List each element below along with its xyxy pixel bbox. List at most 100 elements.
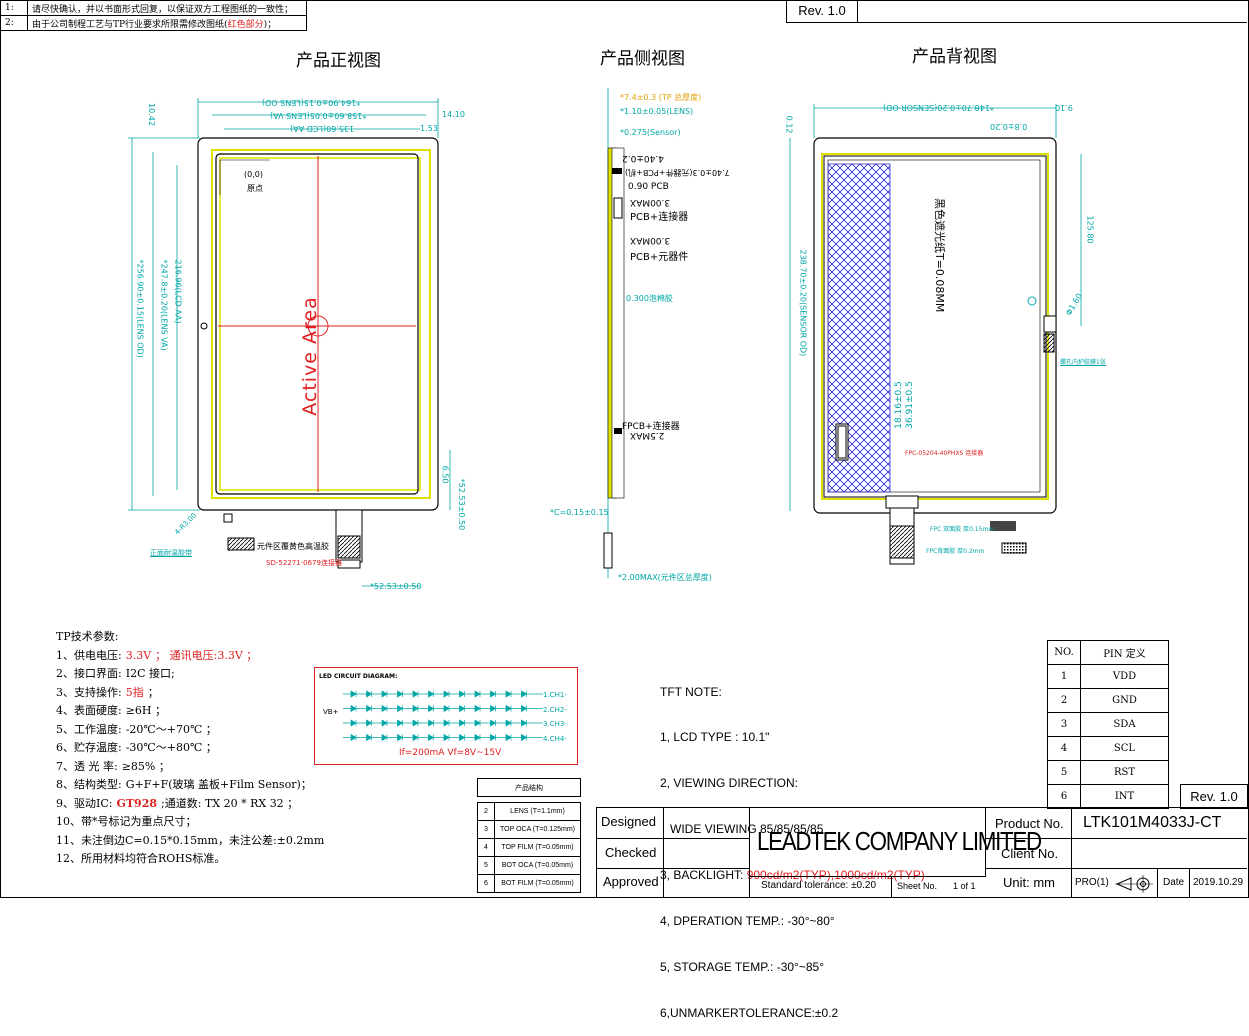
dim-height-lens: *256.90±0.15(LENS OD) [135,259,145,358]
front-view-drawing [128,98,451,587]
tp-param-item: 11、未注倒边C=0.15*0.15mm，未注公差:±0.2mm [56,832,332,851]
tp-param-extra: ； 通讯电压:3.3V ； [155,648,258,662]
note-text: 请尽快确认，并以书面形式回复，以保证双方工程图纸的一致性； [27,0,307,16]
tp-param-value: 3.3V [125,648,152,662]
dim-fpc-height: *52.53±0.50 [457,478,467,531]
tp-param-item: 4、表面硬度:≥6H ； [56,702,332,721]
structure-row-layer: TOP FILM (T=0.05mm) [494,838,581,857]
tp-param-value: I2C 接口; [125,667,175,680]
tp-param-item: 5、工作温度:-20℃～+70℃ ； [56,721,332,740]
note-text-tail: )； [263,19,277,30]
led-diode-icon [474,690,481,698]
dim-small-2: 10.42 [146,103,156,126]
tft-backlight-value: 900cd/m2(TYP),1000cd/m2(TYP) [746,868,925,883]
pin-definition: SCL [1080,736,1169,761]
led-diode-icon [521,719,528,727]
tp-param-key: 6、贮存温度: [56,741,122,754]
pin-number: 3 [1047,712,1081,737]
structure-title: 产品结构 [477,778,581,797]
led-channels: 1.CH1- 2.CH2- 3.CH3- 4.CH4- [543,688,567,746]
led-diode-icon [490,704,497,713]
led-diode-icon [474,704,481,713]
side-dim-lens: *1.10±0.05(LENS) [620,107,694,116]
tp-param-value: ≥6H ； [125,704,167,717]
tp-param-item: 12、所用材料均符合ROHS标准。 [56,850,332,869]
led-diode-icon [505,733,512,742]
led-diode-icon [350,719,357,727]
dim-height-aa: 216.96(LCD AA) [173,259,183,324]
dim-small-3: 1.53 [420,124,438,133]
led-diode-icon [521,733,528,742]
led-diode-icon [459,690,466,698]
pin-number: 4 [1047,736,1081,761]
led-ch2: 2.CH2- [543,705,567,714]
structure-row-layer: LENS (T=1.1mm) [494,802,581,821]
tp-param-key: 8、结构类型: [56,778,122,791]
side-chamfer: *C=0.15±0.15 [550,508,609,517]
tp-params: TP技术参数: 1、供电电压:3.3V； 通讯电压:3.3V ；2、接口界面:I… [56,628,332,869]
side-dim-thickness-2: 7.40±0.3(元器件+PCB+机) [625,168,730,177]
tp-param-item: 1、供电电压:3.3V； 通讯电压:3.3V ； [56,647,332,666]
led-diode-icon [474,733,481,742]
side-pcb-comp-dim: 3.00MAX [630,235,671,245]
tft-backlight-key: 3, BACKLIGHT: [660,868,747,883]
led-diode-icon [412,719,419,727]
structure-row-num: 3 [477,820,495,839]
tp-param-key: 7、透 光 率: [56,759,118,773]
tp-param-item: 8、结构类型:G+F+F(玻璃 盖板+Film Sensor)； [56,776,332,795]
active-area-label: Active Area [298,296,321,416]
led-diode-icon [397,704,404,713]
unit-label: Unit: mm [1003,875,1055,890]
tp-param-key: 2、接口界面: [56,667,122,680]
back-label-film: 黑色遮光纸T=0.08MM [933,198,946,313]
back-dim-right: 125.80 [1085,215,1095,244]
dim-small-1: 14.10 [442,110,465,119]
structure-row-layer: TOP OCA (T=0.125mm) [494,820,581,839]
led-diode-icon [350,690,357,698]
side-view-drawing [603,88,625,578]
rev-box-top: Rev. 1.0 [786,0,1247,23]
tp-param-key: 11、未注倒边C=0.15*0.15mm，未注公差:±0.2mm [56,833,325,847]
back-dim-height: 238.70±0.20(SENSOR OD) [798,249,808,357]
tft-note-line: 2, VIEWING DIRECTION: [660,776,799,791]
led-diode-icon [505,690,512,698]
std-tolerance-label: Standard tolerance: [761,880,849,891]
led-diode-icon [521,704,528,713]
back-dim-small-2: 0.12 [784,115,794,134]
notes-table: 1: 请尽快确认，并以书面形式回复，以保证双方工程图纸的一致性； 2: 由于公司… [0,0,307,31]
note-num: 1: [0,0,28,16]
tp-param-value: -20℃～+70℃ ； [125,722,217,736]
note-row: 1: 请尽快确认，并以书面形式回复，以保证双方工程图纸的一致性； [0,0,307,16]
side-pcb: 0.90 PCB [628,182,669,192]
tft-note-line: 5, STORAGE TEMP.: -30°~85° [660,959,825,974]
led-diode-icon [381,733,388,742]
led-diode-icon [428,690,435,698]
sheet-no-value: 1 of 1 [953,881,976,891]
tp-param-value: GT928 [116,796,158,810]
led-ch3: 3.CH3- [543,720,567,728]
led-diode-icon [459,704,466,713]
led-diode-icon [381,690,388,698]
led-diode-icon [474,719,481,727]
led-diode-icon [521,690,528,698]
tft-note-line: 4, DPERATION TEMP.: -30°~80° [660,914,835,929]
tp-param-key: 10、带*号标记为重点尺寸； [56,815,197,828]
structure-row-num: 5 [477,856,495,875]
tp-param-extra: ;通道数: TX 20 * RX 32 ； [161,796,299,810]
pin-number: 2 [1047,688,1081,713]
dim-height-va: *247.8±0.20(LENS VA) [159,259,169,351]
rev-bottom: Rev. 1.0 [1180,784,1248,809]
back-view-drawing [789,104,1082,565]
tp-params-list: 1、供电电压:3.3V； 通讯电压:3.3V ；2、接口界面:I2C 接口;3、… [56,647,332,869]
led-diode-icon [490,733,497,742]
note-num: 2: [0,15,28,31]
side-view-title: 产品侧视图 [600,49,685,69]
led-diode-icon [412,733,419,742]
led-diode-icon [397,733,404,742]
back-label-hole: 螺孔内护胶膜1张 [1060,359,1106,366]
